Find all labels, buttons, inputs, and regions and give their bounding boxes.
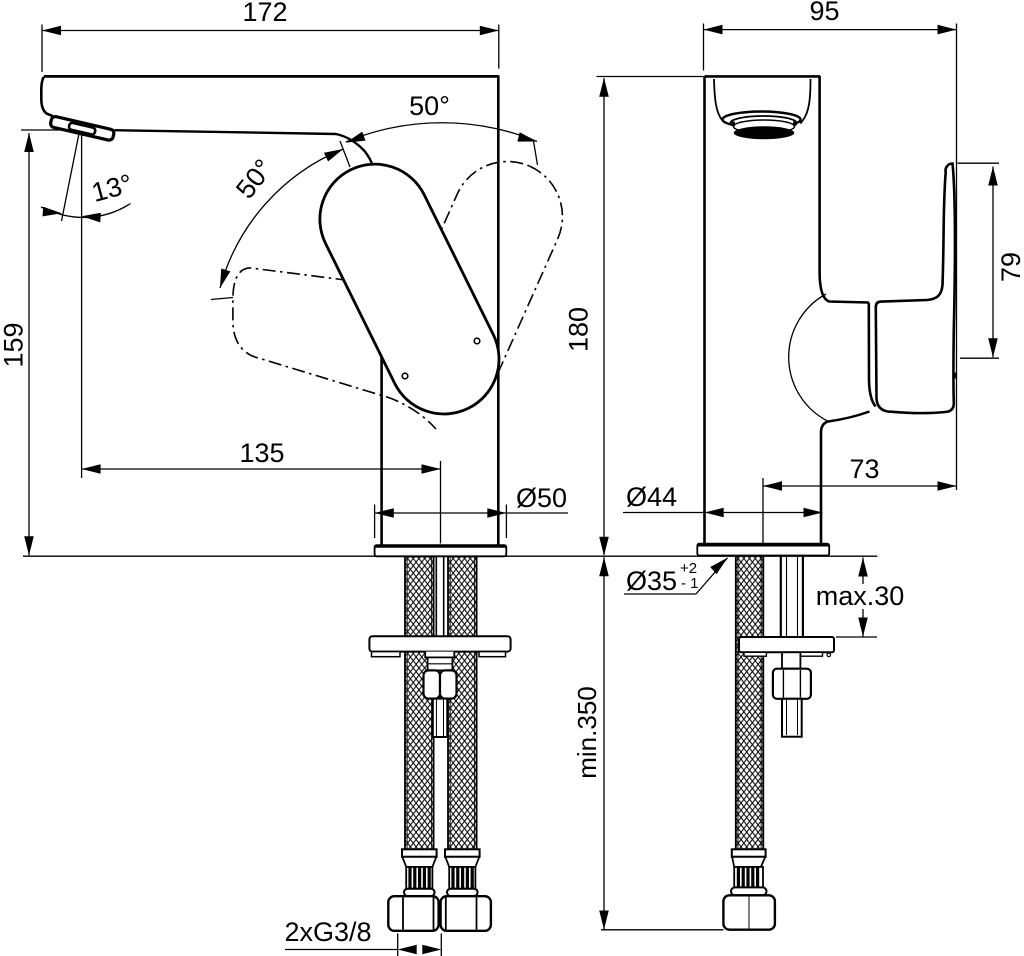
svg-text:73: 73 xyxy=(849,454,879,484)
svg-text:Ø35: Ø35 xyxy=(626,566,677,596)
svg-text:79: 79 xyxy=(996,252,1024,282)
svg-text:- 1: - 1 xyxy=(681,575,699,592)
svg-text:95: 95 xyxy=(809,0,839,26)
svg-text:172: 172 xyxy=(242,0,287,27)
svg-text:+2: +2 xyxy=(680,560,697,577)
svg-text:2xG3/8: 2xG3/8 xyxy=(284,917,371,947)
svg-text:Ø44: Ø44 xyxy=(626,482,677,512)
svg-text:180: 180 xyxy=(564,307,594,352)
svg-text:min.350: min.350 xyxy=(572,686,602,779)
svg-text:max.30: max.30 xyxy=(816,581,905,611)
svg-text:Ø50: Ø50 xyxy=(516,483,567,513)
svg-text:159: 159 xyxy=(0,322,29,367)
svg-text:50°: 50° xyxy=(409,91,450,121)
svg-text:135: 135 xyxy=(239,438,284,468)
